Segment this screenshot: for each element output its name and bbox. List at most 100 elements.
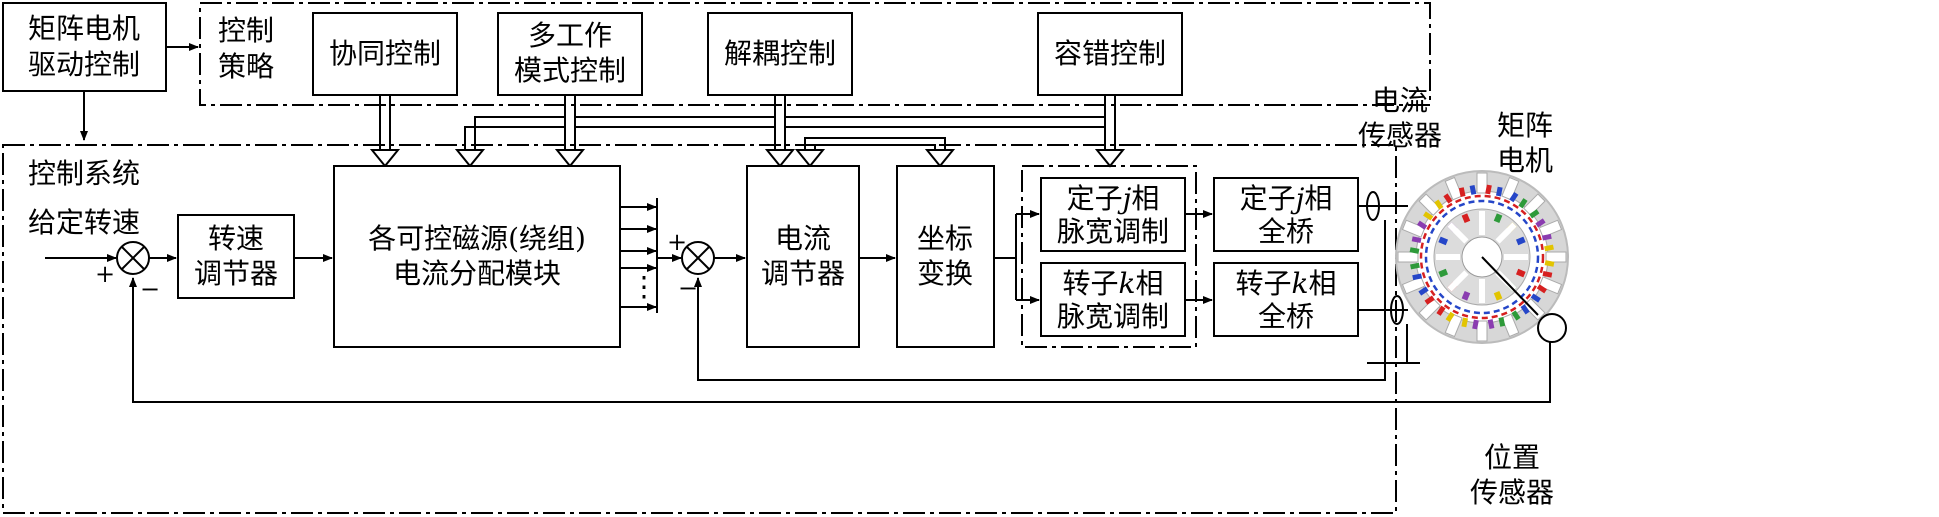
- stator-winding-mark: [1411, 236, 1422, 244]
- stator-pwm-label-1: 定子j相: [1067, 182, 1160, 215]
- current-regulator-label-1: 电流: [775, 222, 831, 255]
- rotor-spoke: [1447, 222, 1469, 244]
- stator-slot: [1538, 276, 1563, 295]
- speed-regulator-label-2: 调节器: [194, 257, 278, 290]
- stator-winding-mark: [1416, 220, 1428, 230]
- rotor-winding-mark: [1438, 268, 1449, 278]
- plus-sign-1: +: [95, 260, 115, 288]
- position-sensor-label-1: 位置: [1484, 441, 1540, 474]
- stator-slot: [1538, 219, 1563, 238]
- matrix-motor-label-2: 电机: [1497, 144, 1553, 177]
- pwm-group-region: [1021, 165, 1197, 348]
- stator-winding-mark: [1487, 319, 1495, 329]
- rotor-winding-mark: [1493, 213, 1503, 224]
- current-regulator-label-2: 调节器: [761, 257, 845, 290]
- rotor-winding-mark: [1515, 236, 1526, 246]
- stator-full-bridge-block: 定子j相 全桥: [1213, 177, 1359, 252]
- stator-winding-mark: [1520, 304, 1530, 315]
- stator-winding-mark: [1412, 273, 1423, 281]
- speed-regulator-label-1: 转速: [208, 222, 264, 255]
- stator-slot: [1397, 251, 1419, 263]
- multi-mode-control-block: 多工作 模式控制: [497, 12, 643, 96]
- fault-tolerant-control-label: 容错控制: [1054, 37, 1166, 70]
- rotor-winding-mark: [1515, 268, 1526, 278]
- stator-bridge-label-1: 定子j相: [1240, 182, 1333, 215]
- current-distribution-label-1: 各可控磁源(绕组): [368, 222, 586, 255]
- current-regulator-block: 电流 调节器: [746, 165, 860, 348]
- stator-winding-mark: [1544, 260, 1555, 267]
- stator-winding-mark: [1472, 319, 1479, 330]
- current-feedback-line: [694, 277, 1386, 381]
- plus-sign-2: +: [667, 228, 687, 256]
- current-sensor-ring-rotor: [1390, 295, 1404, 325]
- stator-winding-mark: [1469, 185, 1477, 195]
- stator-slot: [1401, 219, 1426, 238]
- stator-slot: [1444, 176, 1463, 201]
- stator-winding-mark: [1518, 198, 1528, 209]
- stator-winding-mark: [1410, 262, 1420, 270]
- rotor-pwm-label-1: 转子k相: [1063, 267, 1164, 300]
- current-distribution-block: 各可控磁源(绕组) 电流分配模块: [333, 165, 621, 348]
- stator-winding-mark: [1445, 311, 1455, 323]
- control-strategy-region: [199, 2, 1431, 106]
- coordinate-transform-label-2: 变换: [917, 257, 973, 290]
- rotor-pwm-label-2: 脉宽调制: [1057, 300, 1169, 333]
- motor-connections: [1358, 191, 1420, 364]
- stator-slot: [1501, 176, 1520, 201]
- stator-winding-mark: [1511, 310, 1521, 321]
- multi-mode-label-2: 模式控制: [514, 54, 626, 87]
- stator-slot: [1501, 313, 1520, 338]
- stator-winding-mark: [1436, 305, 1446, 316]
- decoupling-control-block: 解耦控制: [707, 12, 853, 96]
- stator-winding-mark: [1541, 233, 1552, 241]
- stator-slot: [1545, 251, 1567, 263]
- transform-split-line: [994, 214, 1017, 300]
- position-sensor-icon: [1537, 313, 1567, 343]
- rotor-full-bridge-block: 转子k相 全桥: [1213, 262, 1359, 337]
- strategy-label-2: 策略: [218, 50, 274, 83]
- rotor-winding-mark: [1461, 213, 1471, 224]
- stator-slot: [1476, 320, 1488, 342]
- strategy-signal-arrows: [369, 95, 1126, 168]
- current-sensor-label-1: 电流: [1372, 84, 1428, 117]
- stator-slot: [1523, 193, 1546, 216]
- cooperative-control-label: 协同控制: [329, 37, 441, 70]
- stator-slot: [1444, 313, 1463, 338]
- stator-winding-mark: [1434, 199, 1444, 210]
- stator-winding-mark: [1535, 218, 1546, 228]
- position-sensor-arm: [1481, 256, 1539, 316]
- stator-winding-mark: [1509, 191, 1519, 203]
- stator-slot: [1401, 276, 1426, 295]
- multi-mode-label-1: 多工作: [528, 19, 612, 52]
- summing-junction-current: [681, 241, 715, 275]
- rotor-spoke: [1495, 222, 1517, 244]
- stator-winding-mark: [1542, 270, 1553, 278]
- current-sensor-ring-stator: [1366, 191, 1380, 221]
- control-system-label: 控制系统: [28, 157, 140, 190]
- matrix-motor-label-1: 矩阵: [1497, 109, 1553, 142]
- speed-feedback-line: [129, 277, 1551, 403]
- control-system-region: [2, 144, 1397, 514]
- strategy-label-1: 控制: [218, 14, 274, 47]
- stator-bridge-label-2: 全桥: [1258, 215, 1314, 248]
- rotor-winding-mark: [1461, 290, 1471, 301]
- stator-slot: [1418, 298, 1441, 321]
- distribution-output-arrows: [620, 198, 658, 313]
- given-speed-label: 给定转速: [28, 206, 140, 239]
- minus-sign-2: −: [678, 274, 698, 302]
- rotor-bridge-label-1: 转子k相: [1236, 267, 1337, 300]
- stator-slot: [1476, 172, 1488, 194]
- stator-pwm-block: 定子j相 脉宽调制: [1040, 177, 1186, 252]
- coordinate-transform-block: 坐标 变换: [896, 165, 995, 348]
- rotor-bridge-label-2: 全桥: [1258, 300, 1314, 333]
- stator-winding-mark: [1418, 286, 1429, 296]
- stator-winding-mark: [1544, 244, 1554, 252]
- stator-winding-mark: [1443, 193, 1453, 204]
- stator-winding-mark: [1530, 293, 1541, 303]
- cooperative-control-block: 协同控制: [312, 12, 458, 96]
- position-sensor-label-2: 传感器: [1470, 476, 1554, 509]
- drive-control-label-1: 矩阵电机: [28, 12, 140, 45]
- stator-winding-mark: [1495, 186, 1503, 197]
- stator-winding-mark: [1529, 209, 1540, 219]
